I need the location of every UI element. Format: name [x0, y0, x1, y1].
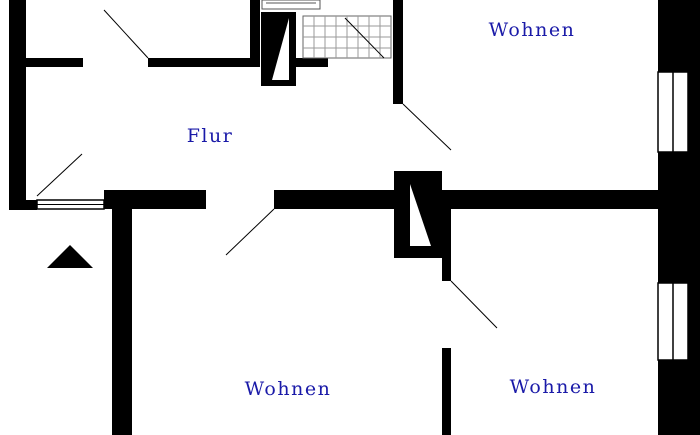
shafts [272, 18, 431, 246]
door-wohnen-bottom-left [225, 208, 275, 256]
walls [9, 0, 700, 435]
bath-tile-grid [302, 15, 392, 59]
door-swings [36, 9, 498, 329]
wall-bottom-left-room-left [112, 209, 132, 435]
wall-middle-left [9, 200, 37, 210]
wall-bottom-divider-lower [442, 348, 451, 435]
room-label-wohnen-bottom-left: Wohnen [245, 378, 332, 400]
door-wohnen-top [402, 103, 452, 151]
window-entrance [36, 199, 105, 210]
room-label-wohnen-bottom-right: Wohnen [510, 376, 597, 398]
wall-top-left-room-left [26, 58, 83, 67]
bathtub [261, 0, 321, 10]
wall-middle-right [274, 190, 664, 209]
wall-bath-left [250, 0, 260, 67]
door-entrance [36, 153, 83, 197]
wall-bath-bottom [296, 58, 328, 67]
windows-right [657, 71, 689, 361]
door-wohnen-bottom-right [450, 280, 498, 329]
wall-right-outer [658, 0, 700, 435]
wall-bath-right [393, 0, 403, 104]
room-label-wohnen-top-right: Wohnen [489, 19, 576, 41]
wall-left-outer [9, 0, 26, 210]
wall-bottom-divider-upper [442, 209, 451, 281]
wall-middle-segment [104, 190, 206, 209]
door-bath [344, 17, 385, 59]
door-top-left [103, 9, 149, 59]
room-label-flur: Flur [187, 125, 234, 147]
triangle-up-icon [47, 245, 93, 268]
wall-top-left-room-right [148, 58, 254, 67]
